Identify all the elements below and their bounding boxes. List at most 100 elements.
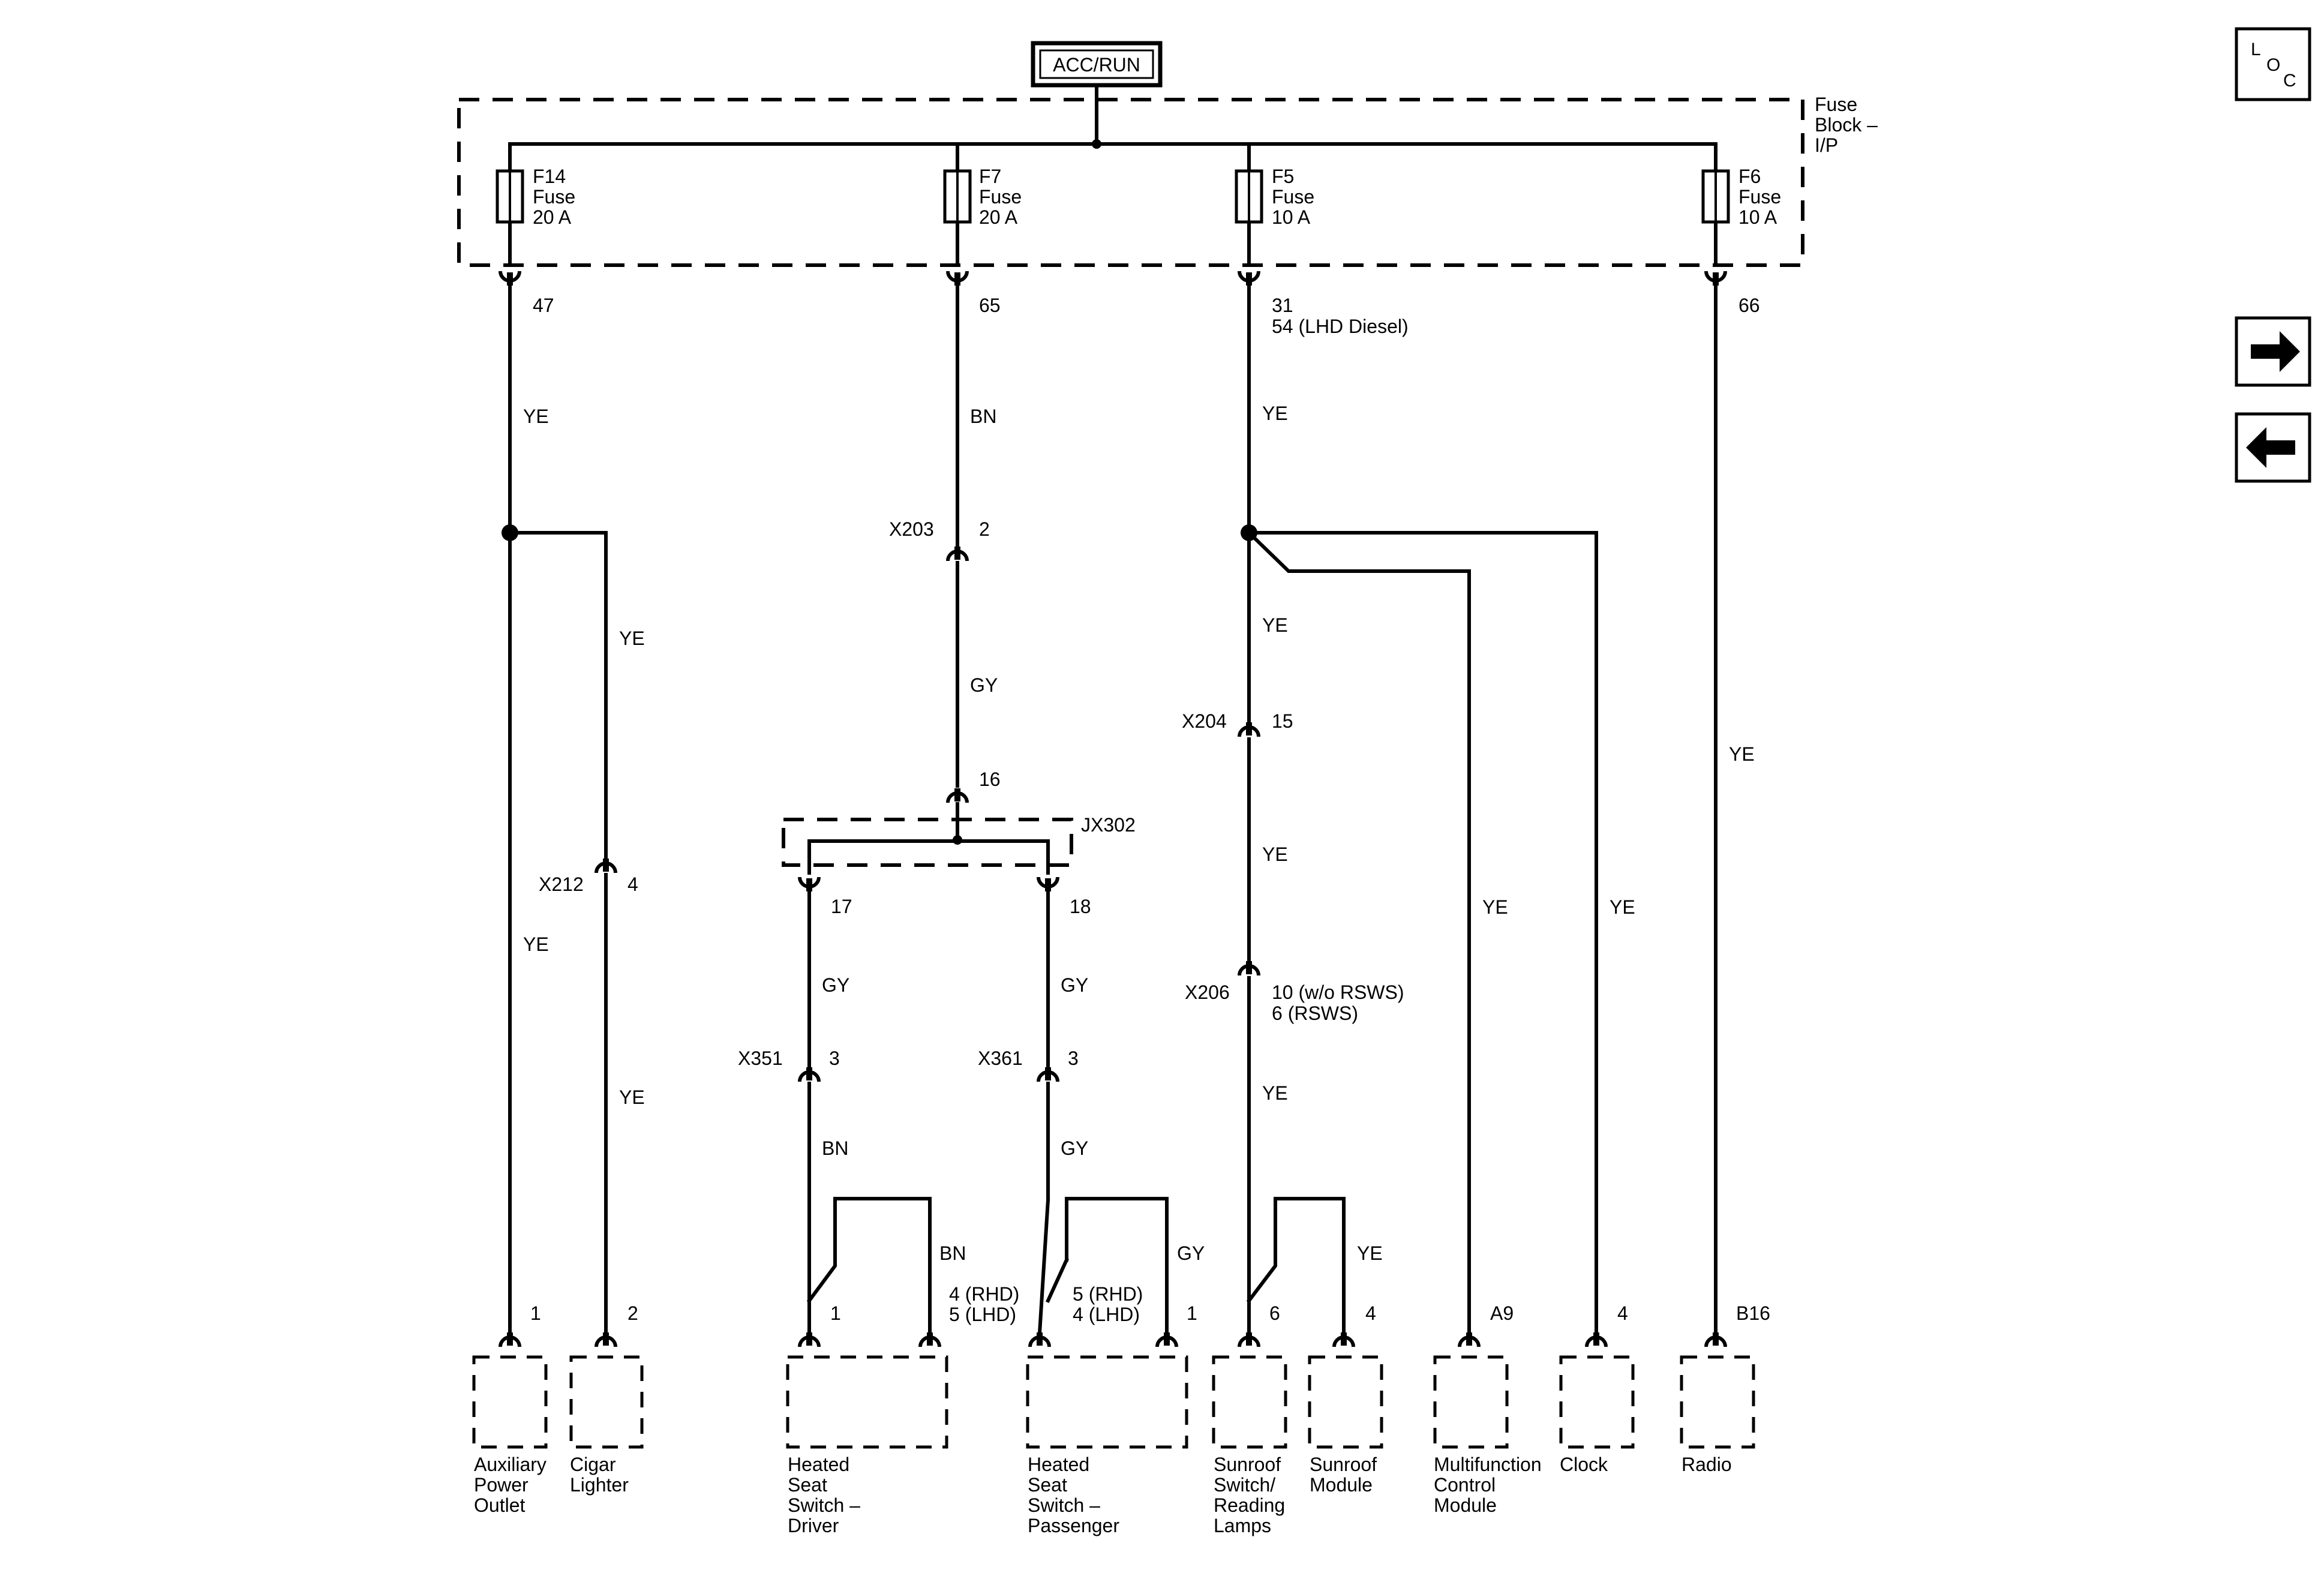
connector-name: JX302 (1081, 814, 1136, 836)
wire-mfcm (1246, 530, 1471, 1335)
svg-text:I/P: I/P (1815, 134, 1838, 156)
svg-text:Control: Control (1434, 1474, 1496, 1496)
next-page-button[interactable] (2235, 316, 2311, 387)
svg-text:Cigar: Cigar (570, 1454, 616, 1475)
component-box-heated-seat-driver (786, 1355, 948, 1449)
svg-text:Power: Power (474, 1474, 529, 1496)
connector-x361 (1038, 1067, 1058, 1082)
component-box-cigar (569, 1355, 644, 1449)
pin-label: A9 (1490, 1302, 1514, 1324)
svg-text:F5: F5 (1272, 166, 1294, 187)
svg-text:Reading: Reading (1214, 1494, 1285, 1516)
wire-color-label: YE (1482, 896, 1508, 918)
connector-x351 (800, 1067, 819, 1082)
svg-text:Fuse: Fuse (1815, 94, 1857, 115)
component-connector (596, 1332, 615, 1347)
wire-color-label: YE (619, 1086, 645, 1108)
component-label-radio: Radio (1682, 1454, 1732, 1475)
svg-text:Multifunction: Multifunction (1434, 1454, 1542, 1475)
svg-text:20 A: 20 A (533, 206, 572, 228)
arrow-right-icon (2251, 331, 2300, 372)
component-box-sunroof-switch (1212, 1355, 1287, 1449)
connector-jx302-left (800, 877, 819, 891)
pin-label: 4 (1365, 1302, 1376, 1324)
component-label-aux: Auxiliary Power Outlet (474, 1454, 547, 1516)
svg-text:Clock: Clock (1560, 1454, 1608, 1475)
connector-name: X203 (889, 518, 934, 540)
component-label-cigar: Cigar Lighter (570, 1454, 629, 1496)
pin-label: 3 (1068, 1047, 1079, 1069)
pin-label: 17 (831, 896, 852, 917)
component-connector (1460, 1332, 1479, 1347)
power-source-box: ACC/RUN (1031, 41, 1163, 88)
wire-color-label: YE (523, 933, 549, 955)
svg-text:Auxiliary: Auxiliary (474, 1454, 547, 1475)
svg-text:Sunroof: Sunroof (1310, 1454, 1377, 1475)
wire-color-label: GY (1177, 1242, 1205, 1264)
svg-text:Lamps: Lamps (1214, 1515, 1271, 1536)
pin-label: 1 (530, 1302, 541, 1324)
svg-text:Sunroof: Sunroof (1214, 1454, 1281, 1475)
pin-label: 16 (979, 769, 1001, 790)
wire-driver-loop (806, 1197, 932, 1335)
fuse-block-outline (457, 98, 1804, 267)
connector-jx302-in (948, 788, 967, 803)
component-box-radio (1680, 1355, 1755, 1449)
fuse-f6: F6 Fuse 10 A (1701, 142, 1781, 266)
component-label-clock: Clock (1560, 1454, 1608, 1475)
component-box-mfcm (1433, 1355, 1509, 1449)
svg-text:Fuse: Fuse (1272, 186, 1314, 208)
connector-x203 (948, 547, 967, 561)
component-box-sunroof-module (1308, 1355, 1383, 1449)
component-connector (1030, 1332, 1049, 1347)
splice-dot (1092, 139, 1101, 149)
wire-color-label: GY (1061, 1137, 1088, 1159)
loc-button[interactable]: L O C (2235, 27, 2311, 101)
prev-page-button[interactable] (2235, 412, 2311, 483)
fuse-f5: F5 Fuse 10 A (1235, 142, 1314, 266)
pin-label: 6 (RSWS) (1272, 1002, 1358, 1024)
pin-label: 2 (979, 518, 990, 540)
svg-text:20 A: 20 A (979, 206, 1018, 228)
svg-text:Heated: Heated (788, 1454, 849, 1475)
svg-text:Block –: Block – (1815, 114, 1878, 136)
svg-text:Switch –: Switch – (788, 1494, 860, 1516)
connector-name: X206 (1185, 981, 1230, 1003)
svg-text:F14: F14 (533, 166, 566, 187)
fuse-output-connector (1239, 271, 1259, 286)
pin-label: 6 (1269, 1302, 1280, 1324)
connector-name: X361 (978, 1047, 1023, 1069)
pin-label: 4 (1617, 1302, 1628, 1324)
wire-clock (1247, 531, 1598, 1335)
component-connector (920, 1332, 939, 1347)
wire-color-label: BN (970, 406, 996, 427)
connector-name: X351 (738, 1047, 783, 1069)
component-connector (500, 1332, 520, 1347)
wire-pass-to-pin (1037, 1197, 1050, 1335)
svg-text:Fuse: Fuse (533, 186, 575, 208)
svg-text:F7: F7 (979, 166, 1001, 187)
pin-label: 4 (LHD) (1073, 1304, 1140, 1325)
component-label-sunroof-switch: Sunroof Switch/ Reading Lamps (1214, 1454, 1285, 1536)
wire-color-label: YE (619, 628, 645, 649)
pin-label: 65 (979, 295, 1001, 316)
fuse-f7: F7 Fuse 20 A (943, 142, 1022, 266)
wire-cigar-upper (508, 531, 608, 860)
component-label-heated-seat-passenger: Heated Seat Switch – Passenger (1028, 1454, 1119, 1536)
pin-label: 66 (1739, 295, 1760, 316)
connector-x204 (1239, 722, 1259, 737)
connector-jx302-right (1038, 877, 1058, 891)
svg-text:Module: Module (1434, 1494, 1497, 1516)
svg-text:Passenger: Passenger (1028, 1515, 1119, 1536)
svg-text:Seat: Seat (1028, 1474, 1067, 1496)
component-label-mfcm: Multifunction Control Module (1434, 1454, 1542, 1516)
connector-x212 (596, 858, 615, 873)
svg-text:Driver: Driver (788, 1515, 839, 1536)
svg-text:Lighter: Lighter (570, 1474, 629, 1496)
jx302-outline (782, 818, 1073, 867)
wire-pass-loop (1065, 1197, 1169, 1335)
svg-text:Heated: Heated (1028, 1454, 1089, 1475)
connector-name: X212 (539, 873, 584, 895)
arrow-left-icon (2246, 427, 2295, 468)
jx302-bus (807, 839, 1050, 875)
